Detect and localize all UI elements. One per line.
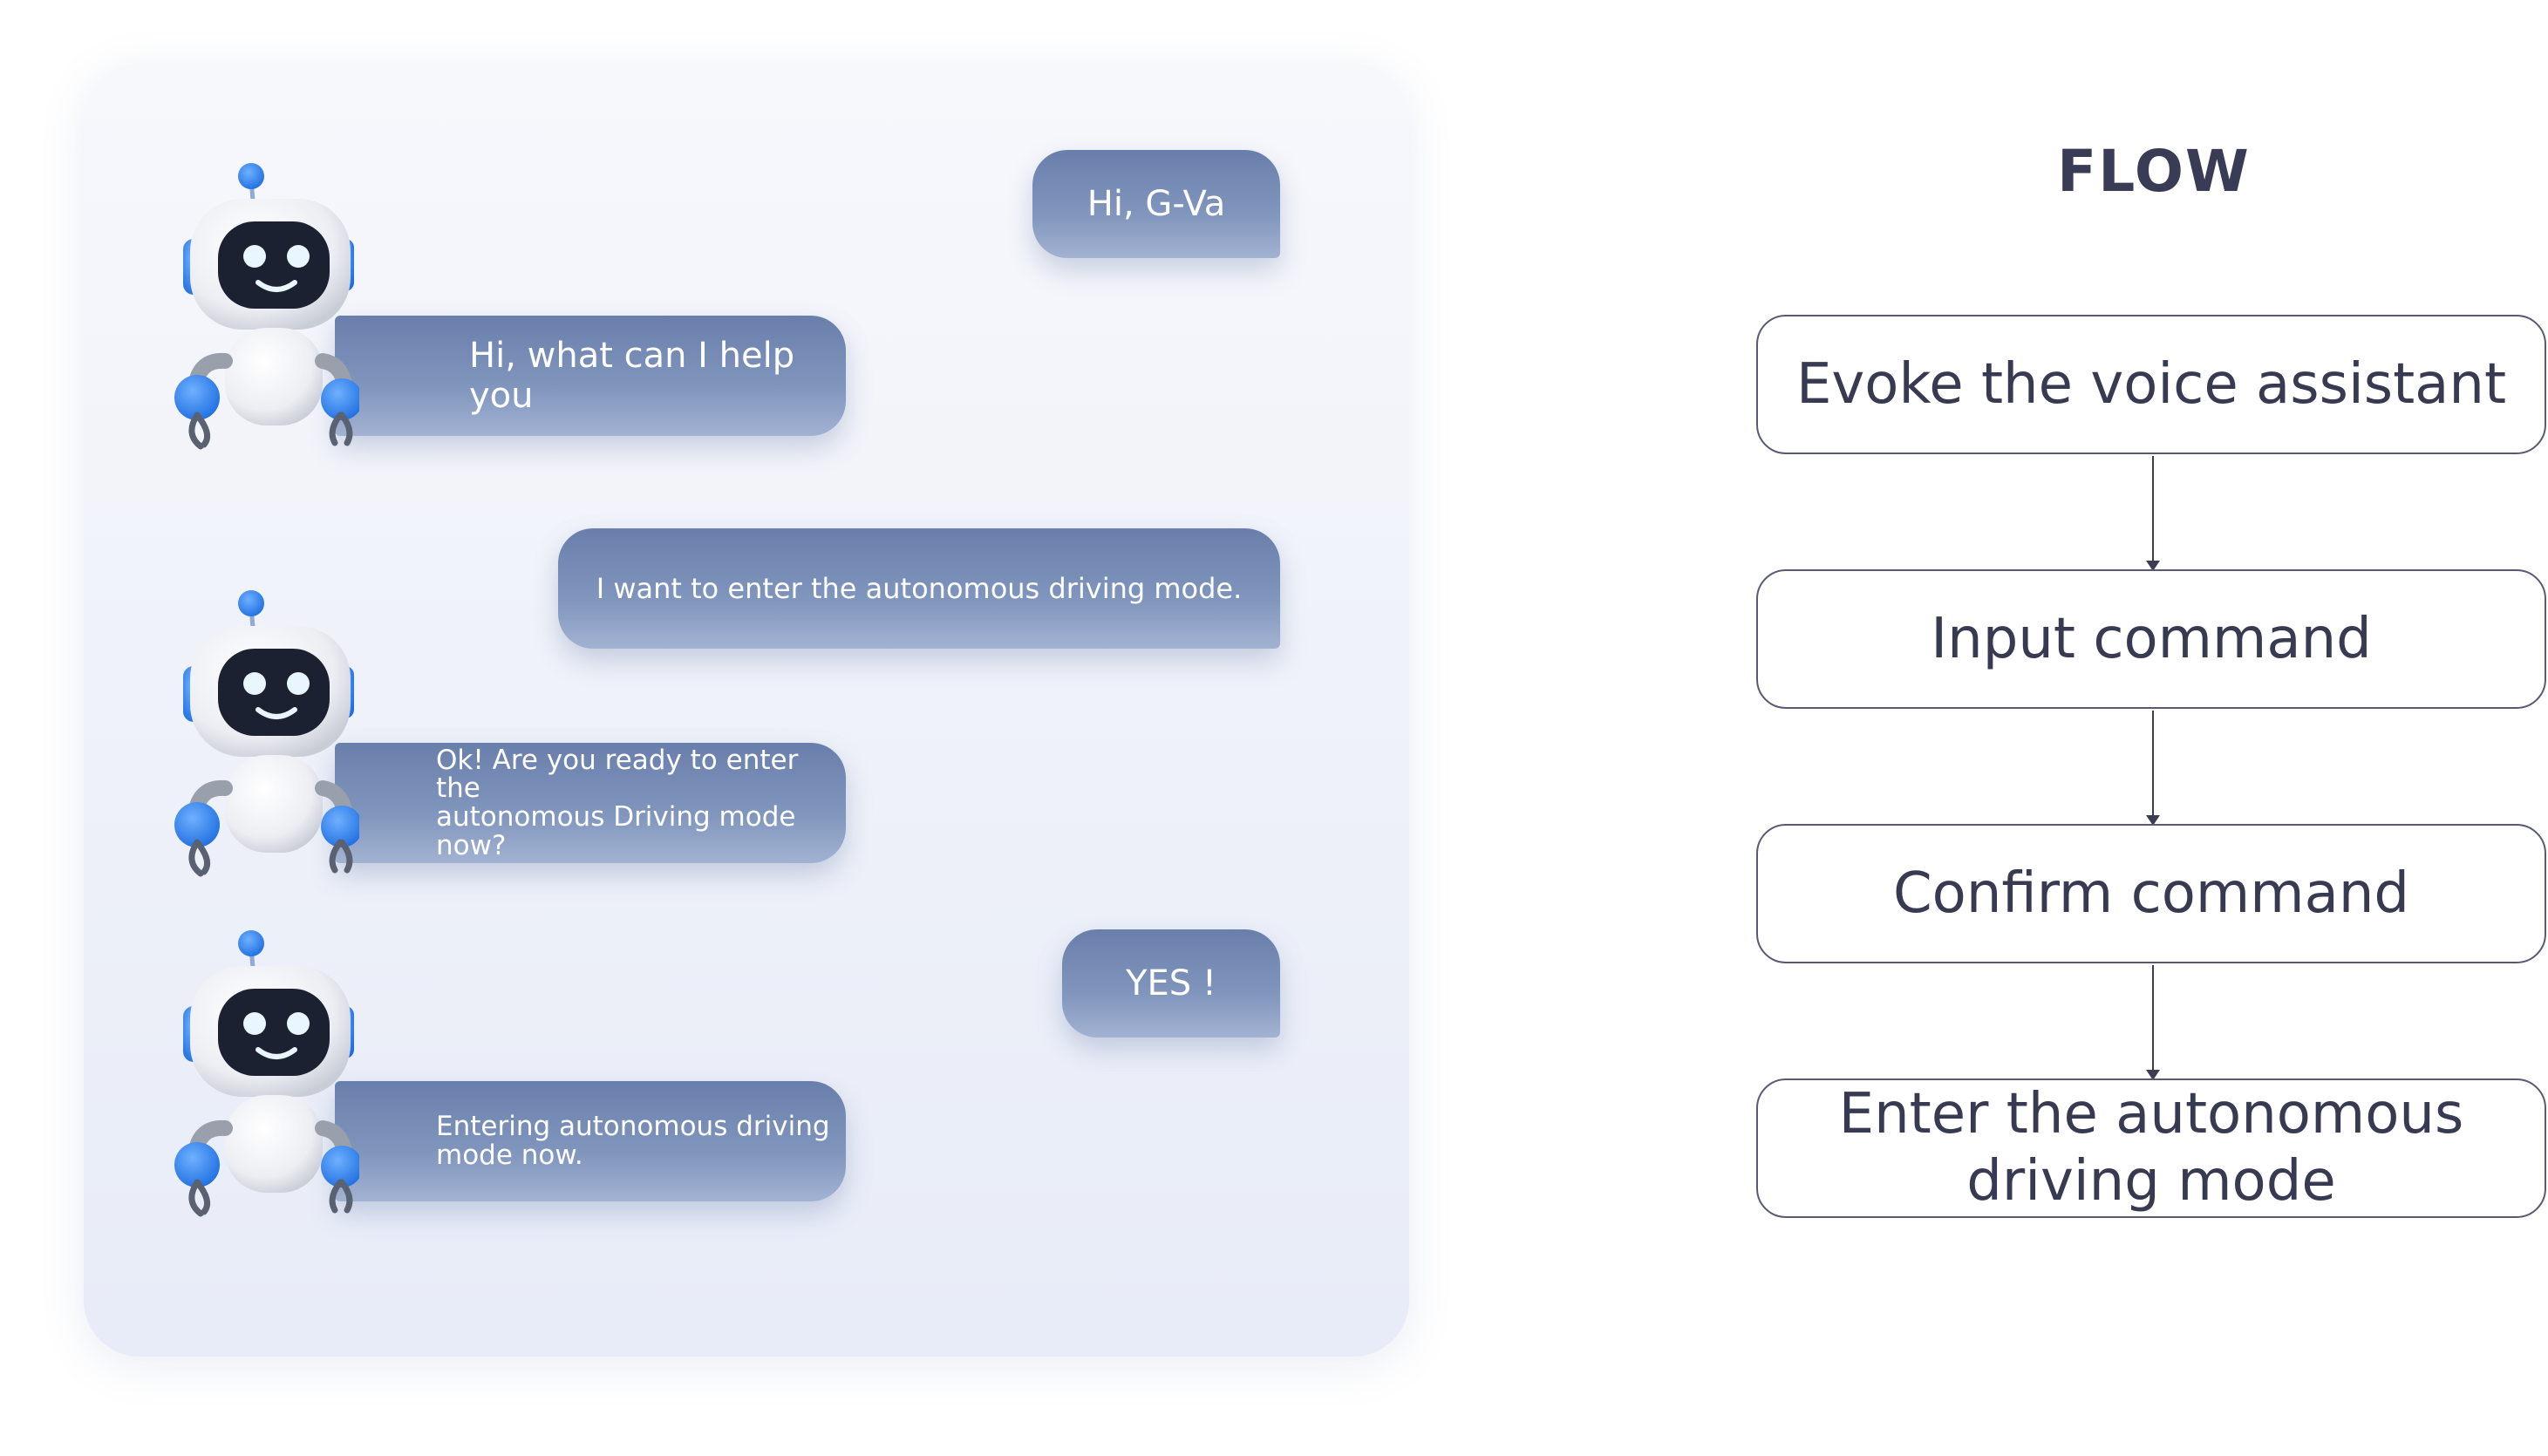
flow-step-label: Evoke the voice assistant <box>1795 351 2507 417</box>
flow-title: FLOW <box>2057 138 2251 205</box>
flow-step-evoke: Evoke the voice assistant <box>1756 315 2546 454</box>
flow-step-confirm: Confirm command <box>1756 824 2546 963</box>
assistant-message: Entering autonomous driving mode now. <box>335 1081 846 1201</box>
chat-panel: Hi, G-Va Hi, what can I help you I want … <box>84 63 1409 1357</box>
assistant-message-text: Hi, what can I help you <box>469 336 795 416</box>
flow-arrow <box>2146 965 2160 1080</box>
user-message: YES ! <box>1062 929 1280 1038</box>
robot-assistant-icon <box>174 929 359 1235</box>
assistant-message-line: Ok! Are you ready to enter the <box>436 744 799 805</box>
flow-arrow <box>2146 456 2160 571</box>
user-message-text: YES ! <box>1126 963 1216 1004</box>
user-message: Hi, G-Va <box>1032 150 1280 258</box>
assistant-message: Ok! Are you ready to enter the autonomou… <box>335 743 846 863</box>
user-message: I want to enter the autonomous driving m… <box>558 528 1280 649</box>
assistant-message: Hi, what can I help you <box>335 316 846 436</box>
flow-step-line: driving mode <box>1966 1149 2336 1214</box>
flow-step-input: Input command <box>1756 569 2546 709</box>
assistant-message-line: mode now. <box>436 1140 583 1171</box>
user-message-text: Hi, G-Va <box>1087 184 1226 224</box>
assistant-message-line: Entering autonomous driving <box>436 1111 830 1143</box>
flow-step-enter: Enter the autonomous driving mode <box>1756 1078 2546 1218</box>
assistant-message-line: autonomous Driving mode now? <box>436 801 796 861</box>
robot-assistant-icon <box>174 162 359 467</box>
flow-step-line: Enter the autonomous <box>1838 1082 2464 1147</box>
robot-assistant-icon <box>174 589 359 895</box>
flow-step-label: Confirm command <box>1892 861 2410 926</box>
flow-step-label: Input command <box>1931 606 2372 671</box>
flow-arrow <box>2146 711 2160 826</box>
user-message-text: I want to enter the autonomous driving m… <box>596 572 1243 605</box>
